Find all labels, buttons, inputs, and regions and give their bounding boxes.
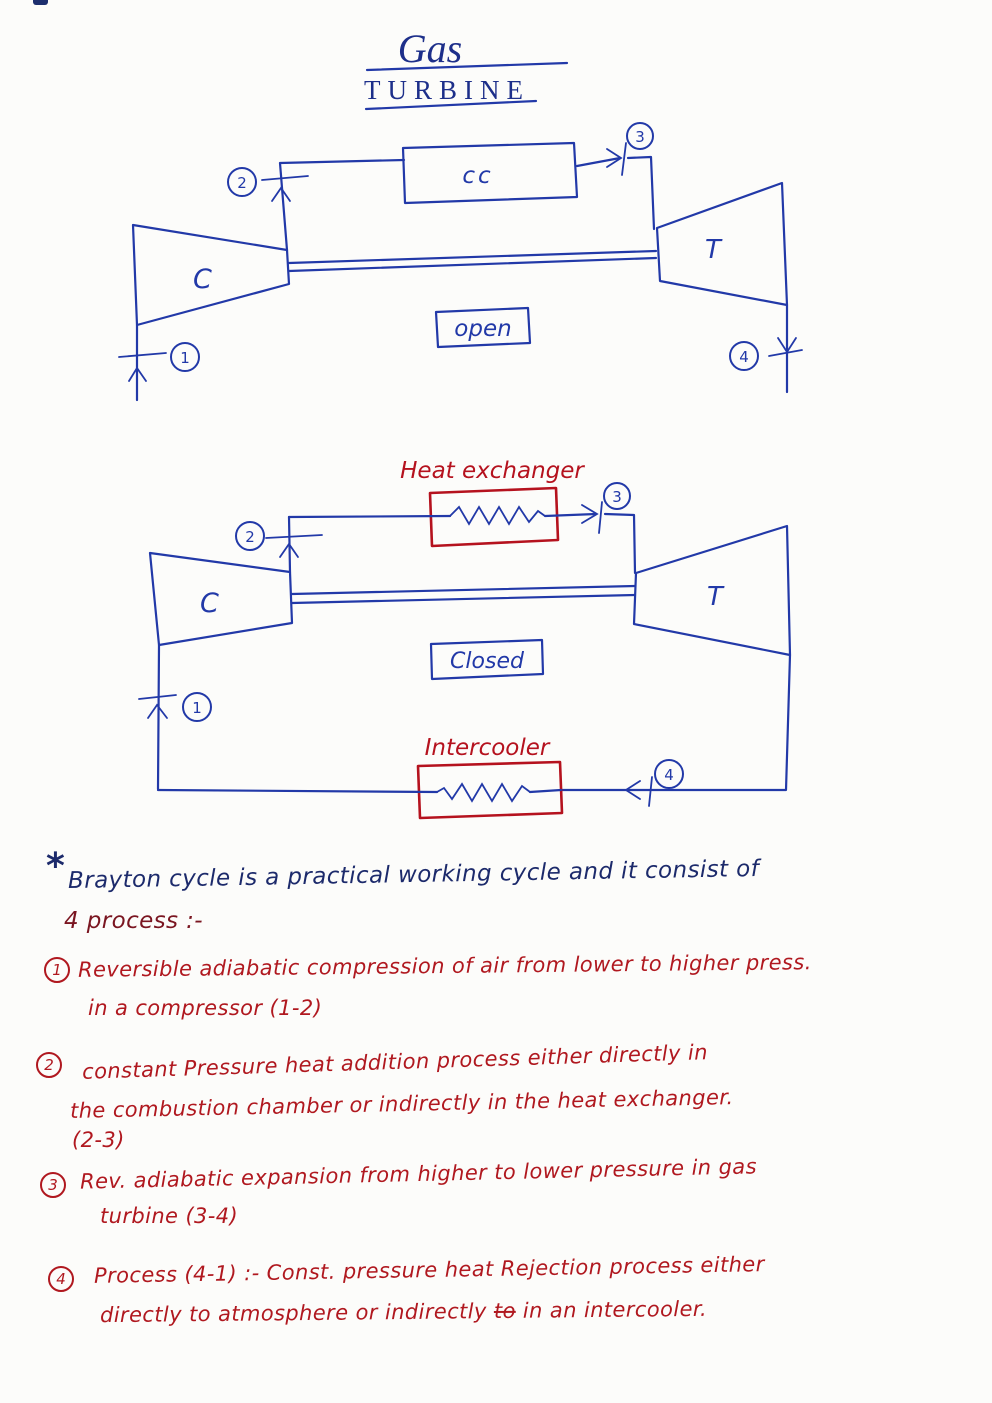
heat-exchanger-coil-icon [449, 505, 546, 526]
closed-node1: 1 [192, 699, 202, 717]
process-3-badge: 3 [40, 1172, 66, 1198]
closed-line-to-turbine [603, 512, 637, 575]
closed-ic-inlet-line [528, 788, 563, 794]
process-1-badge: 1 [44, 957, 70, 983]
open-node3: 3 [635, 128, 645, 146]
open-cycle-label: open [454, 316, 511, 342]
closed-hx-outlet-line [543, 512, 598, 518]
open-node1: 1 [180, 349, 190, 367]
closed-compressor-shape [148, 551, 294, 647]
heat-exchanger-label: Heat exchanger [400, 458, 585, 484]
closed-return-line [156, 788, 439, 794]
process-2-line-1: constant Pressure heat addition process … [81, 1040, 709, 1084]
open-node2-tick [261, 175, 309, 181]
closed-node2-badge [235, 521, 265, 551]
process-4-number: 4 [56, 1270, 66, 1288]
title-underline-1 [365, 61, 569, 72]
open-compressor-shape [131, 223, 291, 327]
open-right-arrow-icon [606, 148, 623, 168]
closed-node1-badge [182, 692, 212, 722]
open-node3-badge [626, 122, 654, 150]
process-4-line-2-pre: directly to atmosphere or indirectly [99, 1299, 494, 1328]
closed-cycle-diagram: Heat exchanger 3 C 2 T [138, 458, 792, 820]
closed-c-to-hx-line [287, 514, 452, 519]
process-2-badge: 2 [36, 1052, 62, 1078]
closed-shaft-line-top [290, 584, 637, 596]
open-node1-tick [118, 352, 167, 358]
page-edge-mark [33, 0, 48, 5]
closed-node4: 4 [664, 766, 674, 784]
open-node1-badge [170, 342, 200, 372]
closed-exhaust-line [559, 653, 792, 792]
closed-turbine-label: T [707, 582, 725, 612]
intro-line-1: Brayton cycle is a practical working cyc… [67, 855, 760, 895]
open-shaft-line-bottom [287, 256, 658, 273]
closed-inlet-arrow-icon [147, 703, 168, 719]
intro-line-2: 4 process :- [64, 908, 203, 934]
closed-node4-tick [648, 776, 653, 807]
process-4-struck-word: to [493, 1298, 516, 1324]
open-node4: 4 [739, 348, 749, 366]
process-2-line-3: (2-3) [72, 1128, 125, 1152]
open-shaft-line-top [287, 249, 658, 265]
intercooler-label: Intercooler [425, 735, 551, 761]
open-node2-badge [227, 167, 257, 197]
open-inlet-arrow-icon [128, 366, 147, 382]
gas-turbine-diagrams: Gas TURBINE C 1 2 cc [118, 26, 803, 820]
closed-label-box [429, 638, 545, 681]
page-title: Gas TURBINE [364, 26, 569, 111]
process-1-line-2: in a compressor (1-2) [88, 996, 323, 1020]
closed-node3-badge [603, 482, 631, 510]
asterisk-bullet: * [46, 846, 65, 887]
process-3-line-1: Rev. adiabatic expansion from higher to … [79, 1154, 758, 1194]
closed-left-arrow-icon [624, 780, 641, 800]
process-4-line-2: directly to atmosphere or indirectly to … [100, 1297, 707, 1327]
closed-node1-tick [138, 694, 177, 700]
process-2-number: 2 [44, 1056, 54, 1074]
open-cc-outlet-line [575, 156, 622, 168]
open-compressor-label: C [193, 264, 212, 295]
open-node4-tick [768, 349, 803, 357]
closed-node4-badge [654, 759, 684, 789]
closed-node3: 3 [612, 488, 622, 506]
process-3-line-2: turbine (3-4) [100, 1204, 239, 1228]
open-line-to-turbine [626, 155, 656, 231]
closed-inlet-line [156, 643, 161, 791]
open-cycle-diagram: C 1 2 cc 3 T [118, 122, 803, 402]
process-4-line-2-post: in an intercooler. [515, 1296, 708, 1323]
open-up-arrow-icon [271, 186, 291, 202]
process-4-line-1: Process (4-1) :- Const. pressure heat Re… [93, 1252, 765, 1288]
closed-right-arrow-icon [581, 504, 599, 524]
open-combustor-box [401, 141, 579, 205]
closed-node2-tick [265, 534, 323, 539]
open-turbine-label: T [705, 235, 723, 265]
intercooler-coil-icon [436, 782, 531, 803]
intercooler-box [416, 760, 564, 820]
process-2-line-2: the combustion chamber or indirectly in … [69, 1085, 734, 1123]
open-label-box [434, 306, 532, 349]
heat-exchanger-box [428, 486, 560, 548]
process-4-badge: 4 [48, 1266, 74, 1292]
closed-cycle-label: Closed [450, 649, 525, 674]
open-c-to-cc-line [278, 158, 406, 252]
closed-compressor-label: C [200, 588, 219, 619]
open-combustor-label: cc [462, 163, 493, 189]
closed-shaft-line-bottom [290, 593, 637, 605]
closed-node2: 2 [245, 528, 255, 546]
open-node3-tick [621, 142, 627, 176]
closed-node3-tick [598, 501, 603, 534]
closed-up-arrow-icon [279, 542, 299, 558]
title-line2: TURBINE [364, 75, 530, 105]
title-underline-2 [364, 99, 538, 111]
process-1-number: 1 [52, 961, 62, 979]
open-node2: 2 [237, 174, 247, 192]
open-turbine-shape [655, 181, 789, 307]
process-1-line-1: Reversible adiabatic compression of air … [77, 950, 812, 982]
title-line1: Gas [398, 26, 462, 71]
process-3-number: 3 [48, 1176, 58, 1194]
open-node4-badge [729, 341, 759, 371]
